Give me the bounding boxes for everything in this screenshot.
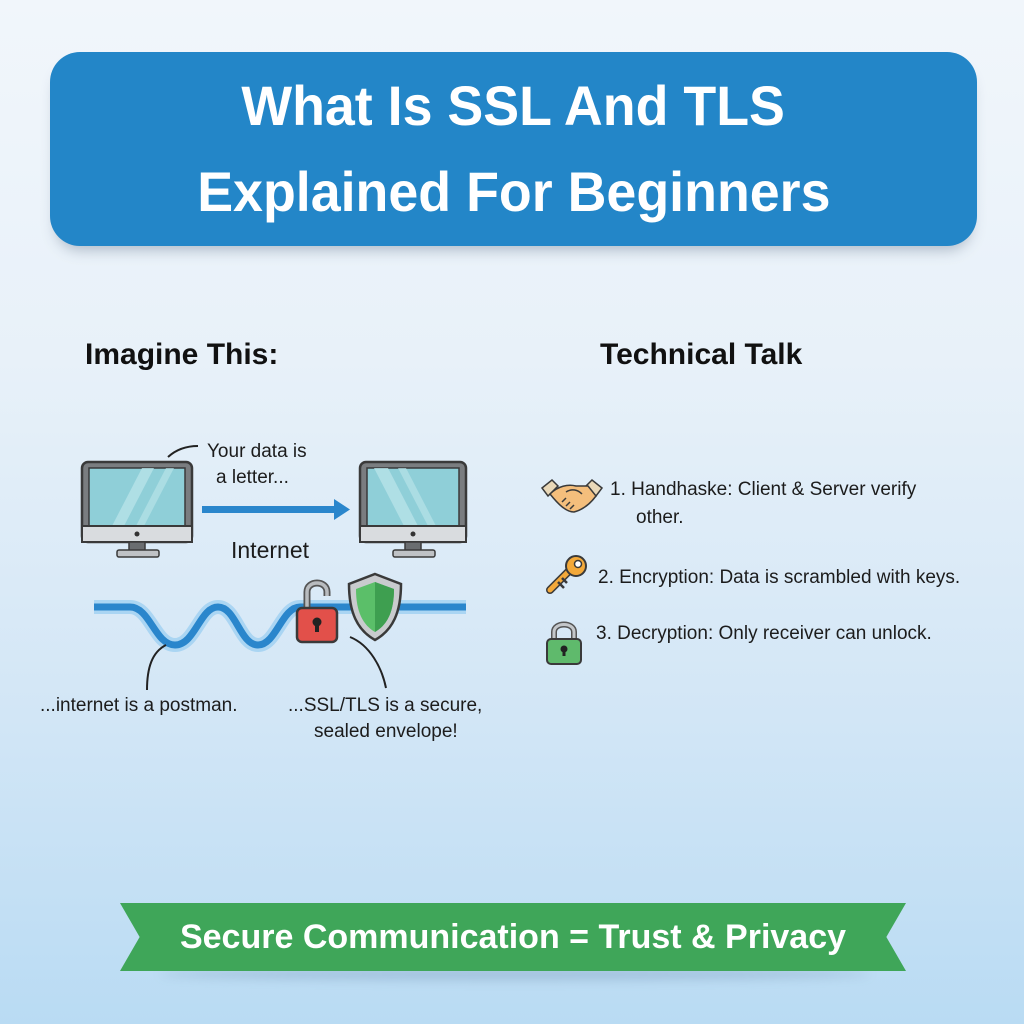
tech-item-1-line-1: 1. Handhaske: Client & Server verify [610,479,917,500]
locked-padlock-icon [546,621,582,665]
shield-icon [347,572,403,642]
title-line-1: What Is SSL And TLS [241,74,786,137]
tech-item-decryption: 3. Decryption: Only receiver can unlock. [546,620,932,666]
envelope-caption-line-2: sealed envelope! [314,721,458,742]
imagine-this-heading: Imagine This: [85,338,279,371]
internet-label: Internet [231,537,309,563]
title-line-2: Explained For Beginners [196,160,831,223]
ribbon-shadow [160,968,870,980]
technical-talk-heading: Technical Talk [600,338,803,371]
tech-item-handshake: 1. Handhaske: Client & Server verify oth… [540,476,916,532]
arrow-right-icon [202,499,350,520]
tech-item-3-text: 3. Decryption: Only receiver can unlock. [596,623,932,644]
envelope-pointer-line [349,636,387,689]
monitor-icon [80,460,194,558]
monitor-icon [358,460,468,558]
tech-item-encryption: 2. Encryption: Data is scrambled with ke… [544,554,960,596]
postman-caption: ...internet is a postman. [40,695,238,716]
data-label-line-1: Your data is [207,441,307,462]
title-banner: What Is SSL And TLS Explained For Beginn… [50,52,977,246]
unlocked-padlock-icon [295,579,339,644]
callout-line [167,445,199,458]
data-label-line-2: a letter... [216,467,289,488]
ribbon-text: Secure Communication = Trust & Privacy [179,917,847,956]
envelope-caption-line-1: ...SSL/TLS is a secure, [288,695,483,716]
tech-item-1-line-2: other. [636,507,684,528]
postman-pointer-line [146,644,167,691]
footer-ribbon: Secure Communication = Trust & Privacy [120,903,906,971]
tech-item-2-text: 2. Encryption: Data is scrambled with ke… [598,567,961,588]
handshake-icon [540,478,604,513]
wave-line-icon [94,599,466,653]
key-icon [546,555,587,594]
